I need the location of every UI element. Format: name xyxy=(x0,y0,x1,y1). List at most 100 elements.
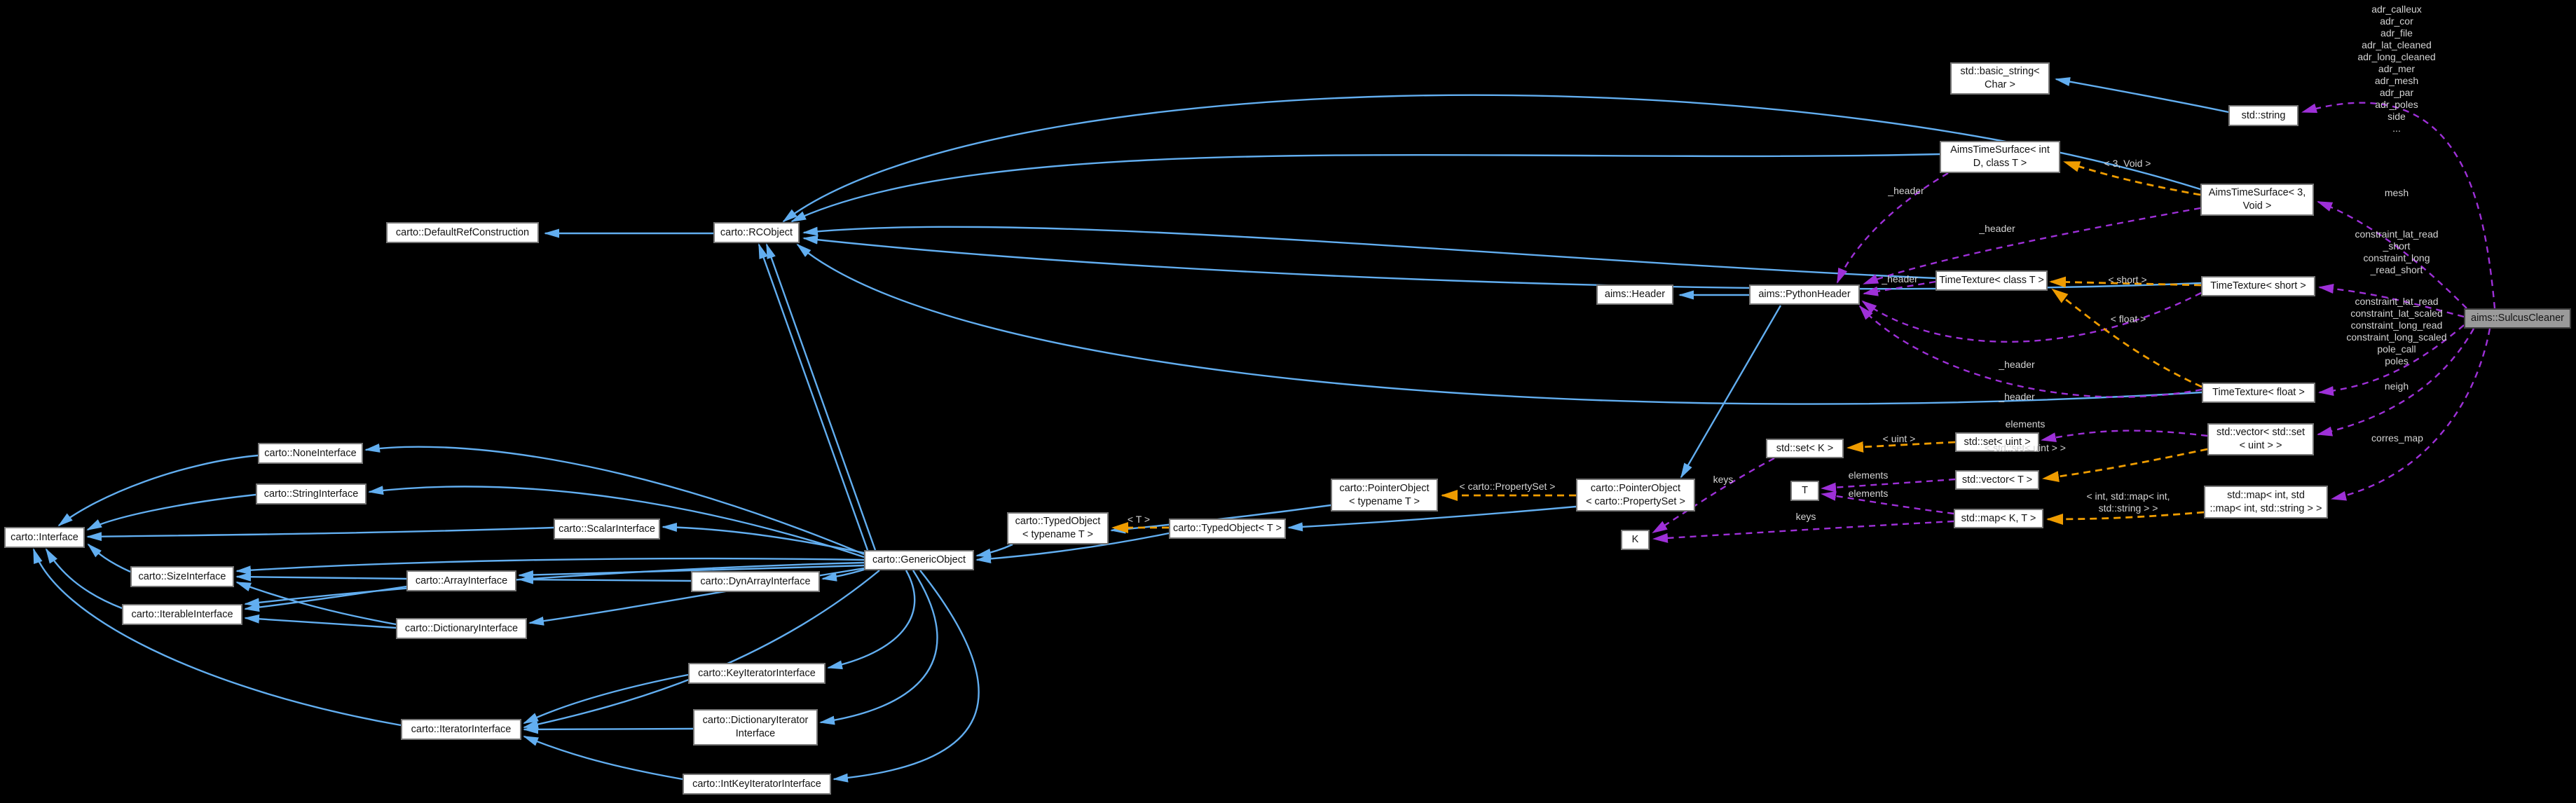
class-node-label: carto::ArrayInterface xyxy=(415,575,508,586)
label-tmpl-uint: < uint > xyxy=(1882,433,1916,444)
edge-map-kt-keys-to-k xyxy=(1652,520,1954,543)
edge-noneinterface-to-interface xyxy=(57,454,259,527)
edge-timetexture-short-template-inst xyxy=(2049,276,2202,288)
class-node-carto-typedobject-template[interactable]: carto::TypedObject< typename T > xyxy=(1007,512,1109,544)
class-node-label: carto::ScalarInterface xyxy=(559,523,655,535)
label-keys-1: keys xyxy=(1713,474,1734,485)
class-node-label: carto::DynArrayInterface xyxy=(700,575,811,587)
class-node-carto-pointerobject-template[interactable]: carto::PointerObject< typename T > xyxy=(1331,479,1438,512)
edge-timetexture-float-to-rcobject xyxy=(796,243,2202,405)
edge-vector-set-template-inst xyxy=(2042,448,2208,482)
edge-sulcuscleaner-adr-to-string xyxy=(2301,102,2496,309)
class-node-carto-pointerobject-propertyset[interactable]: carto::PointerObject< carto::PropertySet… xyxy=(1576,479,1695,512)
label-tmpl-float: < float > xyxy=(2110,313,2146,324)
label-tmpl-3-void: < 3, Void > xyxy=(2104,158,2151,169)
edge-typedobject-template-to-genericobject xyxy=(975,543,1013,558)
edge-genericobject-to-rcobject-a xyxy=(758,243,869,551)
edge-genericobject-to-noneinterface xyxy=(364,444,865,556)
class-node-carto-defaultrefconstruction[interactable]: carto::DefaultRefConstruction xyxy=(386,222,539,243)
class-node-label: std::map< K, T > xyxy=(1961,512,2036,524)
class-node-carto-stringinterface[interactable]: carto::StringInterface xyxy=(256,483,366,505)
class-node-t-param[interactable]: T xyxy=(1790,481,1819,501)
class-node-carto-iteratorinterface[interactable]: carto::IteratorInterface xyxy=(401,719,521,740)
class-node-label: TimeTexture< short > xyxy=(2210,280,2306,291)
class-node-carto-iterableinterface[interactable]: carto::IterableInterface xyxy=(122,604,242,625)
edge-set-k-keys-to-k xyxy=(1652,457,1775,534)
edge-genericobject-to-stringinterface xyxy=(368,486,865,558)
class-node-label: aims::Header xyxy=(1604,289,1666,300)
class-node-aims-pythonheader[interactable]: aims::PythonHeader xyxy=(1749,284,1860,305)
class-node-label: carto::NoneInterface xyxy=(264,447,357,459)
class-node-std-vector-set-uint[interactable]: std::vector< std::set< uint > > xyxy=(2207,423,2314,455)
label-neigh: neigh xyxy=(2384,380,2409,392)
class-node-label: std::basic_string< xyxy=(1960,66,2040,77)
class-node-carto-genericobject[interactable]: carto::GenericObject xyxy=(864,550,974,570)
class-node-carto-sizeinterface[interactable]: carto::SizeInterface xyxy=(130,566,234,587)
class-node-std-vector-t[interactable]: std::vector< T > xyxy=(1955,470,2039,490)
class-node-carto-noneinterface[interactable]: carto::NoneInterface xyxy=(258,443,363,464)
class-node-label: std::set< uint > xyxy=(1964,436,2031,448)
edge-string-to-basic-string xyxy=(2055,77,2229,114)
class-node-carto-rcobject[interactable]: carto::RCObject xyxy=(713,222,800,243)
edge-genericobject-to-keyiteratorinterface xyxy=(827,570,916,670)
class-node-carto-intkeyiteratorinterface[interactable]: carto::IntKeyIteratorInterface xyxy=(683,774,831,795)
class-node-std-map-k-t[interactable]: std::map< K, T > xyxy=(1954,509,2043,528)
label-header-2: _header xyxy=(1979,223,2015,234)
edge-scalarinterface-to-interface xyxy=(86,526,554,542)
class-node-label: K xyxy=(1631,534,1639,545)
class-node-carto-interface[interactable]: carto::Interface xyxy=(4,527,85,548)
class-node-label: TimeTexture< float > xyxy=(2212,387,2305,398)
edge-genericobject-to-dictionaryiteratorinterface xyxy=(819,570,938,725)
class-node-carto-dynarrayinterface[interactable]: carto::DynArrayInterface xyxy=(691,571,820,592)
edge-keyiteratorinterface-to-iteratorinterface xyxy=(523,673,689,725)
class-node-carto-keyiteratorinterface[interactable]: carto::KeyIteratorInterface xyxy=(688,663,825,684)
class-node-std-set-k[interactable]: std::set< K > xyxy=(1766,439,1844,458)
class-node-timetexture-short[interactable]: TimeTexture< short > xyxy=(2201,276,2315,296)
class-node-label: std::map< int, std xyxy=(2227,489,2305,501)
edge-timetexture-float-template-inst xyxy=(2051,288,2202,388)
edge-dynarrayinterface-to-arrayinterface xyxy=(518,575,692,584)
class-node-label: carto::TypedObject< T > xyxy=(1172,523,1282,534)
class-node-carto-typedobject-t[interactable]: carto::TypedObject< T > xyxy=(1169,519,1286,539)
class-node-label: carto::GenericObject xyxy=(872,554,966,565)
edge-genericobject-to-intkeyiteratorinterface xyxy=(833,570,980,783)
edge-dictionaryinterface-to-sizeinterface xyxy=(235,581,397,626)
class-node-std-string[interactable]: std::string xyxy=(2228,105,2298,126)
class-node-label: aims::SulcusCleaner xyxy=(2471,313,2564,324)
class-node-label: carto::SizeInterface xyxy=(138,570,226,582)
class-node-label: T xyxy=(1802,485,1808,496)
class-node-basic-string[interactable]: std::basic_string<Char > xyxy=(1950,62,2050,95)
class-node-label: carto::DefaultRefConstruction xyxy=(395,226,530,238)
class-node-timetexture-template[interactable]: TimeTexture< class T > xyxy=(1936,270,2048,291)
class-node-carto-scalarinterface[interactable]: carto::ScalarInterface xyxy=(554,519,660,540)
edge-pointerobject-propertyset-to-typedobject-t xyxy=(1287,505,1577,532)
class-node-aims-header[interactable]: aims::Header xyxy=(1596,284,1673,305)
class-node-std-set-uint[interactable]: std::set< uint > xyxy=(1955,432,2039,452)
class-node-carto-arrayinterface[interactable]: carto::ArrayInterface xyxy=(406,570,516,591)
class-node-label: carto::PointerObject xyxy=(1339,482,1430,494)
class-node-k-param[interactable]: K xyxy=(1621,530,1650,550)
class-node-label: carto::StringInterface xyxy=(263,488,359,500)
label-tmpl-set-uint: < std::set< uint > > xyxy=(1985,442,2066,453)
edge-timetexture-float-header-to-pythonheader xyxy=(1858,305,2202,398)
edge-pythonheader-to-pointerobject-propertyset xyxy=(1680,305,1782,479)
class-node-label: carto::PointerObject xyxy=(1590,482,1681,494)
class-node-std-map-int-map[interactable]: std::map< int, std::map< int, std::strin… xyxy=(2204,486,2328,519)
class-node-aimstimesurface-3-void[interactable]: AimsTimeSurface< 3,Void > xyxy=(2200,184,2314,216)
class-node-label: aims::PythonHeader xyxy=(1758,289,1851,300)
edge-set-uint-template-inst xyxy=(1847,441,1956,453)
class-node-label: std::vector< T > xyxy=(1961,474,2033,486)
edge-genericobject-to-rcobject-b xyxy=(765,243,877,551)
class-node-timetexture-float[interactable]: TimeTexture< float > xyxy=(2202,383,2315,403)
edge-aimstimesurface-template-header-to-pythonheader xyxy=(1836,172,1949,284)
label-tmpl-int-map: < int, std::map< int,std::string > > xyxy=(2086,490,2170,514)
label-corres-map: corres_map xyxy=(2371,432,2423,444)
class-node-label: Char > xyxy=(1985,79,2015,90)
edge-vector-t-elements-to-t xyxy=(1821,478,1956,493)
class-node-label: carto::Interface xyxy=(11,531,78,543)
class-node-carto-dictionaryinterface[interactable]: carto::DictionaryInterface xyxy=(396,618,527,639)
label-tmpl-short: < short > xyxy=(2108,274,2147,285)
